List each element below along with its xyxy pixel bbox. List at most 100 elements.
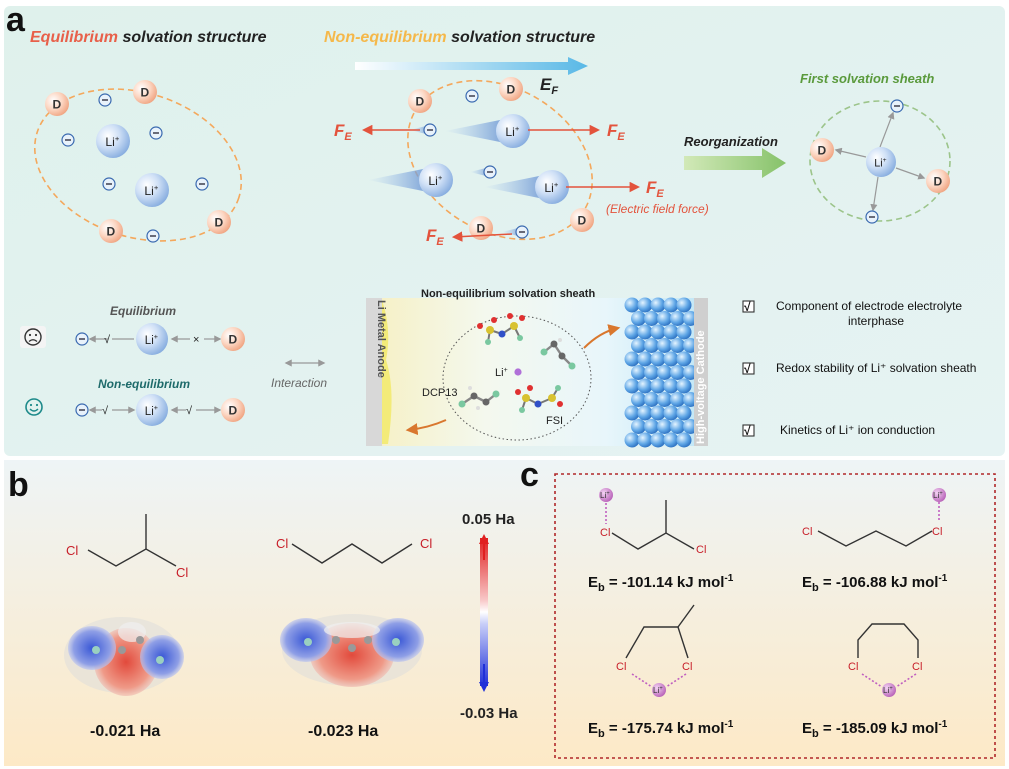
c2-cl-right: Cl bbox=[932, 526, 942, 538]
svg-text:D: D bbox=[215, 216, 224, 230]
first-sheath-cluster: Li+DD bbox=[810, 99, 950, 224]
eq-anion-4 bbox=[102, 177, 116, 191]
cathode-sphere bbox=[631, 365, 646, 380]
benefit-text-line2: interphase bbox=[848, 314, 904, 328]
ef-label: EF bbox=[540, 75, 558, 97]
li-ion-label: Li+ bbox=[495, 367, 508, 379]
svg-text:Li+: Li+ bbox=[105, 134, 120, 149]
electric-field-arrow bbox=[355, 57, 588, 75]
row-eq-anion bbox=[75, 332, 89, 346]
cathode-sphere bbox=[663, 432, 679, 448]
fe-label-4: FE bbox=[426, 226, 444, 248]
cathode-sphere bbox=[670, 419, 685, 434]
checkbox-check: √ bbox=[744, 362, 751, 376]
neq-solvent-d-2: D bbox=[499, 77, 523, 101]
cathode-sphere bbox=[676, 378, 692, 394]
cathode-sphere bbox=[657, 338, 672, 353]
cathode-sphere bbox=[624, 324, 640, 340]
svg-text:Li+: Li+ bbox=[145, 332, 158, 347]
eq-anion-6 bbox=[146, 229, 160, 243]
c4-structure bbox=[857, 623, 919, 697]
cathode-sphere bbox=[663, 405, 679, 421]
panel-a-background bbox=[4, 6, 1005, 456]
equilibrium-check: √ bbox=[104, 334, 111, 346]
arrow-to-cathode bbox=[583, 324, 621, 349]
equilibrium-cross: × bbox=[193, 334, 199, 346]
c3-structure bbox=[625, 604, 695, 697]
cathode-sphere bbox=[670, 311, 685, 326]
cathode-sphere bbox=[663, 351, 679, 367]
cathode-sphere bbox=[676, 405, 692, 421]
cathode-sphere bbox=[663, 297, 679, 313]
svg-text:D: D bbox=[229, 404, 238, 418]
cathode-sphere bbox=[650, 432, 666, 448]
checkbox-check: √ bbox=[744, 424, 751, 438]
esp-map-dcp13 bbox=[280, 614, 424, 687]
sheath-anion-1 bbox=[890, 99, 904, 113]
molecule-dcp12-structure bbox=[87, 514, 177, 567]
nonequilibrium-row-label: Non-equilibrium bbox=[98, 377, 190, 391]
neq-li-ion-1: Li+ bbox=[496, 114, 530, 148]
binding-energy-3: Eb = -175.74 kJ mol-1 bbox=[588, 719, 734, 740]
c1-li-label: Li+ bbox=[600, 491, 610, 500]
benefit-text: Redox stability of Li⁺ solvation sheath bbox=[776, 361, 976, 375]
cathode-sphere bbox=[657, 392, 672, 407]
panel-label-b: b bbox=[8, 466, 29, 504]
neq-li-ion-2: Li+ bbox=[419, 163, 453, 197]
svg-text:D: D bbox=[578, 214, 587, 228]
cathode-sphere bbox=[624, 297, 640, 313]
cathode-sphere bbox=[650, 405, 666, 421]
cathode-sphere bbox=[637, 297, 653, 313]
reorganization-arrow bbox=[684, 148, 786, 178]
cathode-sphere bbox=[637, 432, 653, 448]
first-solvation-sheath-label: First solvation sheath bbox=[800, 71, 934, 86]
svg-text:D: D bbox=[107, 225, 116, 239]
fsi-molecule-2 bbox=[515, 385, 563, 413]
dcp12-cl-left: Cl bbox=[66, 543, 78, 558]
nonequilibrium-check-1: √ bbox=[102, 405, 109, 417]
cathode-sphere bbox=[676, 351, 692, 367]
cathode-sphere bbox=[644, 365, 659, 380]
c4-cl-left: Cl bbox=[848, 661, 858, 673]
molecule-dcp13-structure bbox=[291, 543, 413, 564]
sheath-solvent-d-1: D bbox=[810, 138, 834, 162]
benefit-item-2: √ Redox stability of Li⁺ solvation sheath bbox=[742, 361, 976, 376]
svg-text:Li+: Li+ bbox=[145, 403, 158, 418]
force-arrow-left-2 bbox=[451, 231, 513, 242]
eq-anion-1 bbox=[98, 93, 112, 107]
cathode-sphere bbox=[624, 378, 640, 394]
electric-field-force-label: (Electric field force) bbox=[606, 202, 709, 216]
sheath-anion-2 bbox=[865, 210, 879, 224]
cathode-sphere bbox=[631, 392, 646, 407]
checkbox-icon bbox=[742, 362, 755, 375]
dcp13-label: DCP13 bbox=[422, 387, 457, 399]
cathode-sphere bbox=[631, 338, 646, 353]
svg-text:D: D bbox=[507, 83, 516, 97]
cathode-sphere bbox=[644, 419, 659, 434]
eq-anion-3 bbox=[149, 126, 163, 140]
benefit-item-1: √Component of electrode electrolyteinter… bbox=[742, 299, 962, 328]
cathode-sphere bbox=[624, 432, 640, 448]
c3-cl-left: Cl bbox=[616, 661, 626, 673]
svg-text:D: D bbox=[53, 98, 62, 112]
panel-label-c: c bbox=[520, 456, 539, 494]
neq-solvent-d-1: D bbox=[408, 89, 432, 113]
svg-text:D: D bbox=[477, 222, 486, 236]
fsi-molecule-1 bbox=[477, 313, 525, 345]
binding-energy-1: Eb = -101.14 kJ mol-1 bbox=[588, 573, 734, 594]
eq-anion-2 bbox=[61, 133, 75, 147]
eq-solvent-d-1: D bbox=[45, 92, 69, 116]
fe-label-2: FE bbox=[607, 121, 625, 143]
panel-c-box bbox=[554, 473, 996, 759]
sheath-solvent-d-2: D bbox=[926, 169, 950, 193]
interaction-label: Interaction bbox=[271, 376, 327, 390]
nonequilibrium-header: Non-equilibrium solvation structure bbox=[324, 29, 595, 46]
eq-li-ion-2: Li+ bbox=[135, 173, 169, 207]
fe-label-1: FE bbox=[334, 121, 352, 143]
fe-label-3: FE bbox=[646, 178, 664, 200]
dcp13-molecule-2 bbox=[540, 338, 576, 370]
cathode-sphere bbox=[650, 297, 666, 313]
cathode-current-collector bbox=[694, 298, 708, 446]
